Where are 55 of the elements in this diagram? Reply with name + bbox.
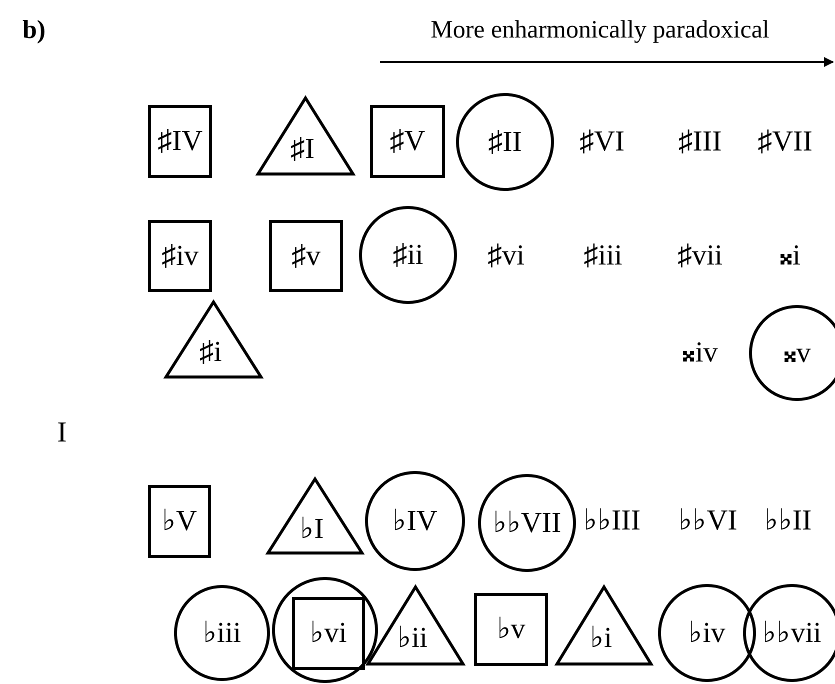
circle-frame — [743, 584, 835, 682]
axis-caption: More enharmonically paradoxical — [430, 18, 770, 42]
numeral-label: ♭♭VI — [678, 506, 738, 536]
circle-frame — [456, 93, 554, 191]
numeral-label: ♯iii — [584, 242, 622, 270]
numeral-label: ♭iv — [688, 618, 726, 648]
numeral-label: ♭♭vii — [762, 618, 822, 648]
square-frame — [148, 220, 212, 292]
numeral-label: 𝄪i — [779, 242, 801, 270]
triangle-frame — [555, 585, 653, 666]
numeral-label: ♯III — [678, 128, 722, 156]
square-frame — [474, 593, 548, 666]
circle-frame — [359, 206, 457, 304]
triangle-frame — [266, 477, 364, 555]
numeral-label: ♯II — [488, 128, 522, 156]
square-frame — [269, 220, 343, 292]
numeral-label: ♭♭III — [584, 506, 640, 536]
numeral-label: I — [57, 418, 67, 448]
square-frame — [148, 105, 212, 178]
circle-frame — [272, 577, 378, 683]
numeral-label: 𝄪iv — [682, 338, 718, 368]
numeral-label: ♭I — [300, 514, 324, 544]
numeral-label: ♯i — [199, 338, 222, 367]
numeral-label: ♭vi — [310, 619, 347, 648]
numeral-label: ♭IV — [392, 506, 438, 536]
numeral-label: ♭iii — [202, 618, 242, 648]
numeral-label: ♯I — [290, 134, 315, 164]
circle-frame — [365, 471, 465, 571]
triangle-frame — [256, 96, 355, 176]
circle-frame — [174, 585, 270, 681]
numeral-label: ♯iv — [161, 242, 199, 270]
numeral-label: ♭♭VII — [492, 508, 562, 538]
circle-frame — [658, 584, 756, 682]
numeral-label: ♯ii — [392, 240, 424, 270]
square-frame — [148, 485, 211, 558]
numeral-label: ♭i — [590, 624, 612, 653]
numeral-label: ♯vii — [677, 242, 723, 270]
numeral-label: ♯V — [390, 127, 426, 156]
square-frame — [292, 597, 365, 670]
numeral-label: 𝄪v — [783, 338, 811, 368]
numeral-label: ♯VI — [579, 128, 625, 156]
circle-frame — [749, 305, 835, 401]
numeral-label: ♭♭II — [764, 506, 812, 536]
numeral-label: ♯v — [292, 242, 320, 270]
numeral-label: ♭ii — [397, 624, 428, 653]
panel-label: b) — [22, 17, 46, 43]
numeral-label: ♯VII — [758, 128, 812, 156]
numeral-label: ♭v — [496, 615, 526, 644]
triangle-frame — [366, 585, 465, 666]
triangle-frame — [164, 300, 263, 379]
circle-frame — [478, 474, 576, 572]
numeral-label: ♭V — [162, 507, 197, 536]
numeral-label: ♯IV — [157, 127, 203, 156]
square-frame — [370, 105, 445, 178]
numeral-label: ♯vi — [487, 242, 525, 270]
